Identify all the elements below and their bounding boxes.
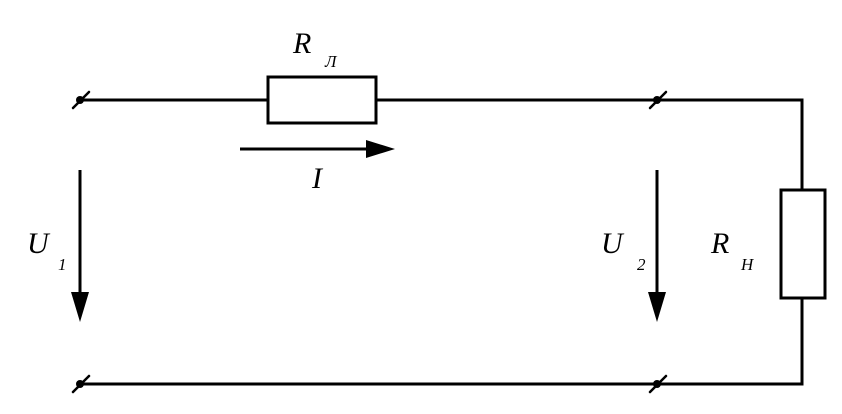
input-voltage-subscript: 1 (58, 255, 67, 274)
current-symbol: I (311, 162, 324, 195)
output-voltage-subscript: 2 (637, 255, 646, 274)
load-resistor (779, 188, 827, 300)
terminal-input-bottom (71, 374, 91, 394)
terminal-output-top (648, 90, 668, 110)
input-voltage-arrow (71, 170, 89, 322)
output-voltage-arrow (648, 170, 666, 322)
load-resistor-symbol: R (710, 227, 729, 260)
line-resistor-subscript: Л (324, 52, 338, 71)
output-voltage-symbol: U (601, 227, 625, 260)
terminal-input-top (71, 90, 91, 110)
input-voltage-symbol: U (27, 227, 51, 260)
line-resistor (266, 75, 378, 125)
terminal-output-bottom (648, 374, 668, 394)
current-arrow (240, 140, 395, 158)
line-resistor-symbol: R (292, 27, 311, 60)
load-resistor-subscript: Н (740, 255, 755, 274)
